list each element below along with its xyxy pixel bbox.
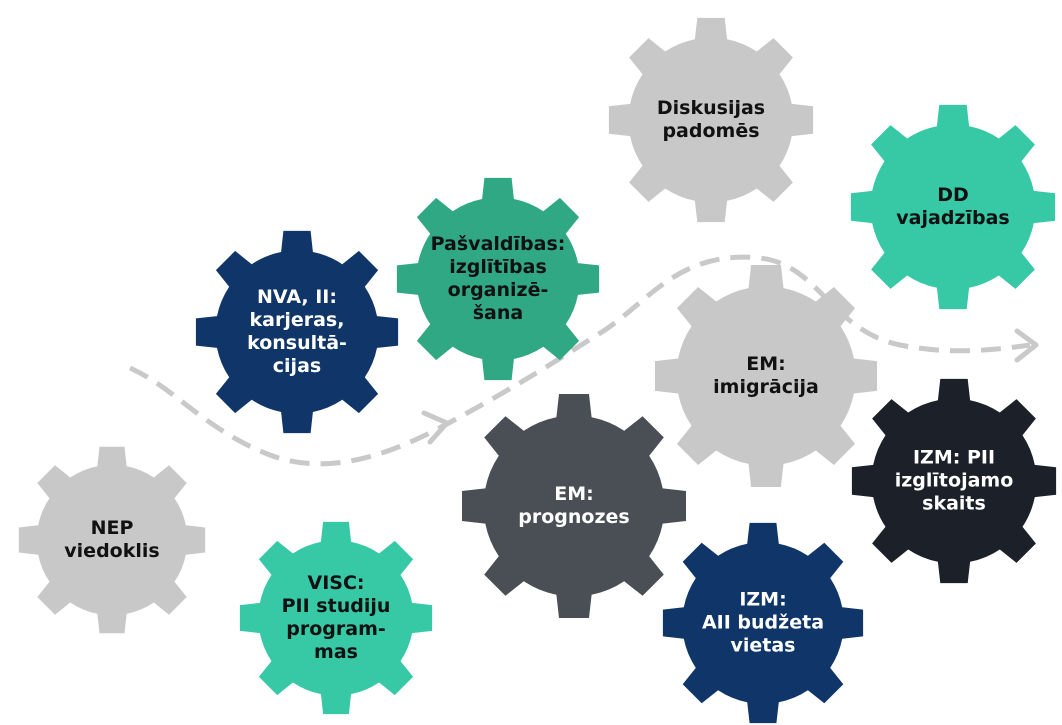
gear-label-line: skaits — [922, 492, 986, 515]
gear-em-imigracija-hub — [697, 307, 835, 445]
gear-label-line: mas — [314, 641, 358, 663]
gear-visc — [239, 521, 433, 715]
gear-izm-aii — [662, 522, 864, 724]
gear-label-line: program- — [286, 618, 386, 640]
gear-label-line: vajadzības — [896, 207, 1010, 229]
gear-label-line: šana — [472, 302, 524, 324]
gear-label-line: padomēs — [662, 120, 760, 142]
gear-label-line: Diskusijas — [656, 97, 766, 119]
gear-dd-hub — [890, 144, 1016, 270]
gear-label-line: viedoklis — [64, 540, 160, 562]
gear-label-line: VISC: — [307, 572, 365, 594]
gear-label-line: vietas — [730, 634, 796, 657]
flow-arrow-line — [128, 254, 1031, 467]
gear-em-imigracija — [655, 265, 877, 487]
gear-label-line: NVA, II: — [257, 286, 337, 308]
gear-em-prognozes — [462, 394, 686, 618]
gear-label-line: izglītojamo — [894, 469, 1014, 492]
gear-label-line: IZM: — [739, 588, 787, 611]
gear-label-line: cijas — [272, 355, 322, 377]
gear-dd — [850, 104, 1056, 310]
gear-label-line: EM: — [746, 353, 786, 375]
gear-em-prognozes-label: EM:prognozes — [518, 483, 629, 529]
flow-arrow-end-head — [1014, 328, 1039, 363]
gear-izm-pii — [851, 378, 1057, 584]
gear-label-line: konsultā- — [247, 332, 347, 354]
gear-izm-aii-hub — [701, 561, 825, 685]
gear-label-line: karjeras, — [249, 309, 345, 331]
gear-diskusijas-hub — [648, 57, 774, 183]
gear-label-line: AII budžeta — [701, 611, 825, 634]
gear-pasvaldibas-hub — [435, 216, 561, 342]
gear-label-line: imigrācija — [713, 376, 819, 398]
gear-visc-hub — [276, 558, 396, 678]
gear-pasvaldibas — [396, 177, 600, 381]
gear-nva-hub — [234, 269, 360, 395]
gear-label-line: DD — [937, 184, 969, 206]
gear-em-prognozes-hub — [505, 437, 643, 575]
gear-em-imigracija-label: EM:imigrācija — [713, 353, 819, 399]
gear-nva-label: NVA, II:karjeras,konsultā-cijas — [247, 286, 347, 378]
gear-label-line: NEP — [90, 517, 134, 539]
gear-izm-pii-hub — [891, 418, 1017, 544]
flow-arrow-mid-head — [421, 410, 450, 445]
gear-label-line: izglītības — [449, 256, 547, 278]
gear-label-line: EM: — [554, 483, 594, 505]
gear-label-line: prognozes — [518, 506, 630, 528]
gear-label-line: organizē- — [447, 279, 549, 301]
gear-label-line: Pašvaldības: — [430, 233, 566, 255]
gear-label-line: PII studiju — [281, 595, 391, 617]
gear-nva — [195, 230, 399, 434]
gear-label-line: IZM: PII — [912, 446, 996, 469]
gear-diskusijas — [608, 17, 814, 223]
gear-nep — [18, 446, 206, 634]
gear-nep-hub — [54, 482, 170, 598]
